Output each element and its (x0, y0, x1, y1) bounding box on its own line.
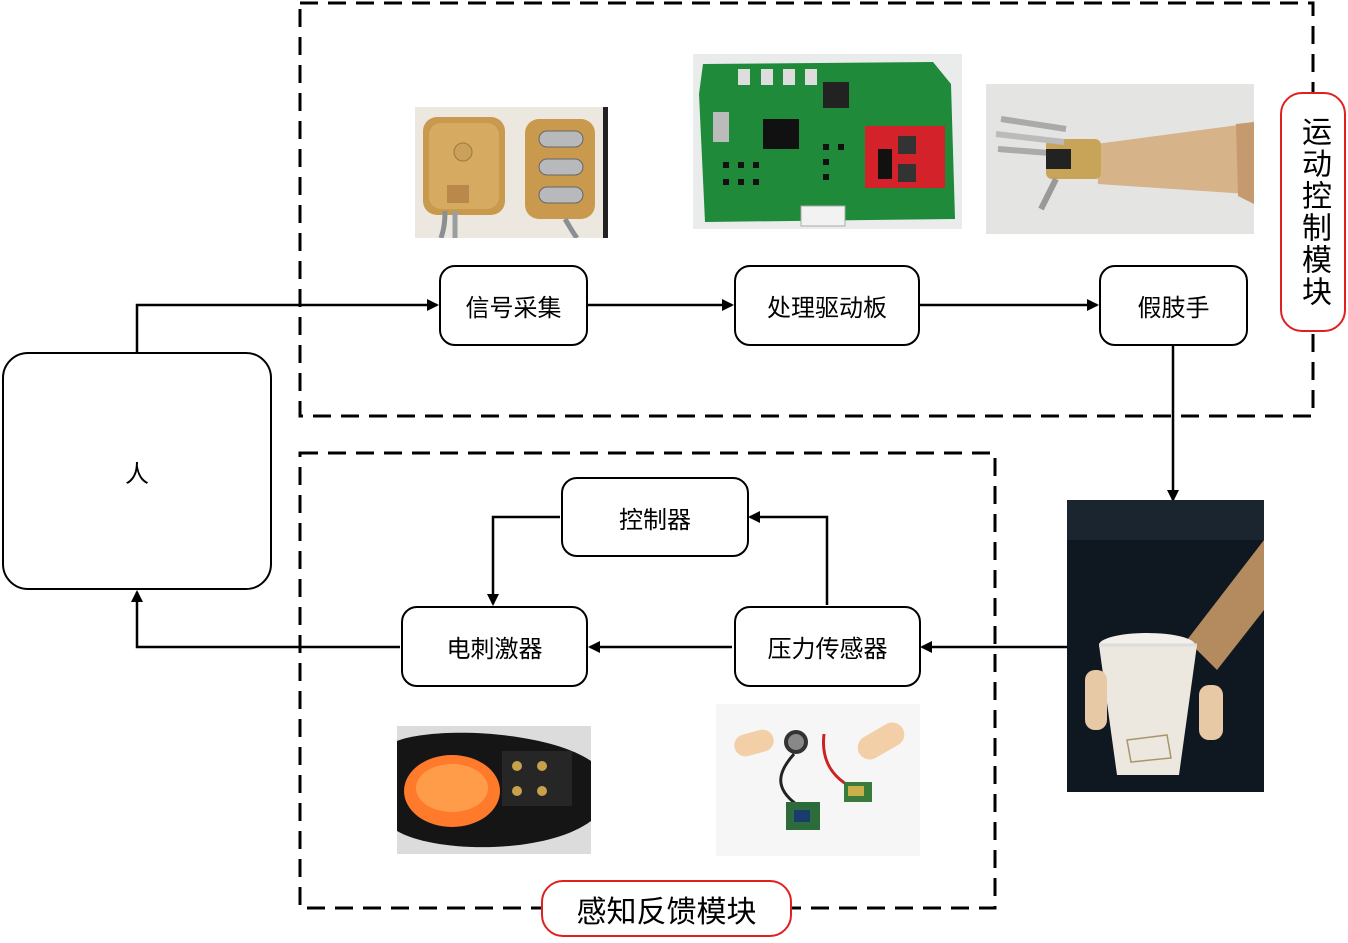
driver-board-label: 处理驱动板 (767, 294, 887, 322)
arrow-sensor-to-controller (748, 511, 829, 605)
signal-acquisition-node: 信号采集 (439, 265, 588, 346)
electrical-stimulator-label: 电刺激器 (446, 635, 543, 663)
pressure-sensor-kit-photo (716, 704, 920, 856)
signal-acquisition-label: 信号采集 (465, 294, 562, 322)
pressure-sensor-label: 压力传感器 (767, 635, 888, 663)
arrow-human-to-signal (135, 299, 439, 352)
prosthetic-hand-label: 假肢手 (1137, 294, 1210, 322)
controller-node: 控制器 (561, 477, 749, 557)
human-label: 人 (125, 459, 149, 488)
emg-electrode-photo (415, 107, 608, 238)
electrical-stimulator-node: 电刺激器 (401, 606, 588, 687)
arrow-stimulator-to-human (131, 590, 400, 649)
controller-label: 控制器 (619, 505, 691, 534)
driver-board-photo (693, 54, 962, 229)
hand-grasping-cup-photo (1067, 500, 1264, 792)
arrow-controller-to-stimulator (487, 515, 560, 606)
motion-control-module-label: 运动控制模块 (1280, 92, 1346, 332)
prosthetic-hand-node: 假肢手 (1099, 265, 1248, 346)
sensory-feedback-module-label: 感知反馈模块 (541, 880, 792, 937)
human-node: 人 (2, 352, 272, 590)
pressure-sensor-node: 压力传感器 (734, 606, 921, 687)
stimulator-band-photo (397, 726, 591, 854)
driver-board-node: 处理驱动板 (734, 265, 920, 346)
prosthetic-hand-photo (986, 84, 1254, 234)
